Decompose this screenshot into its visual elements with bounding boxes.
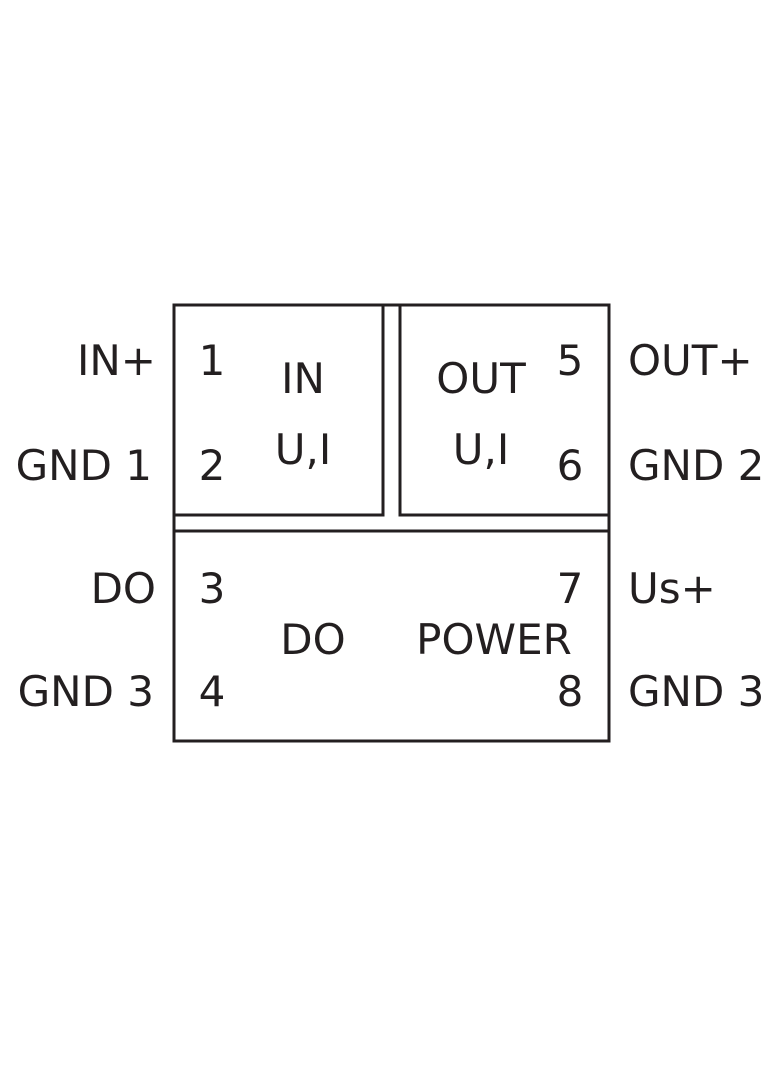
signal-in-plus: IN+ — [77, 336, 156, 385]
signal-do: DO — [91, 564, 156, 613]
signal-us-plus: Us+ — [628, 564, 716, 613]
terminal-5: 5 — [557, 336, 584, 385]
signal-gnd-3-left: GND 3 — [18, 667, 154, 716]
in-block-subtitle: U,I — [275, 425, 331, 474]
terminal-7: 7 — [557, 564, 584, 613]
terminal-6: 6 — [557, 441, 584, 490]
in-block-title: IN — [281, 354, 325, 403]
terminal-3: 3 — [199, 564, 226, 613]
out-block-subtitle: U,I — [453, 425, 509, 474]
signal-gnd-1: GND 1 — [16, 441, 152, 490]
signal-gnd-2: GND 2 — [628, 441, 764, 490]
terminal-4: 4 — [199, 667, 226, 716]
do-block-label: DO — [280, 615, 345, 664]
signal-gnd-3-right: GND 3 — [628, 667, 764, 716]
in-block — [172, 303, 385, 517]
terminal-1: 1 — [199, 336, 226, 385]
terminal-8: 8 — [557, 667, 584, 716]
out-block — [398, 303, 611, 517]
power-block-label: POWER — [416, 615, 572, 664]
terminal-2: 2 — [199, 441, 226, 490]
out-block-title: OUT — [436, 354, 526, 403]
signal-out-plus: OUT+ — [628, 336, 753, 385]
module-outline — [172, 303, 611, 743]
